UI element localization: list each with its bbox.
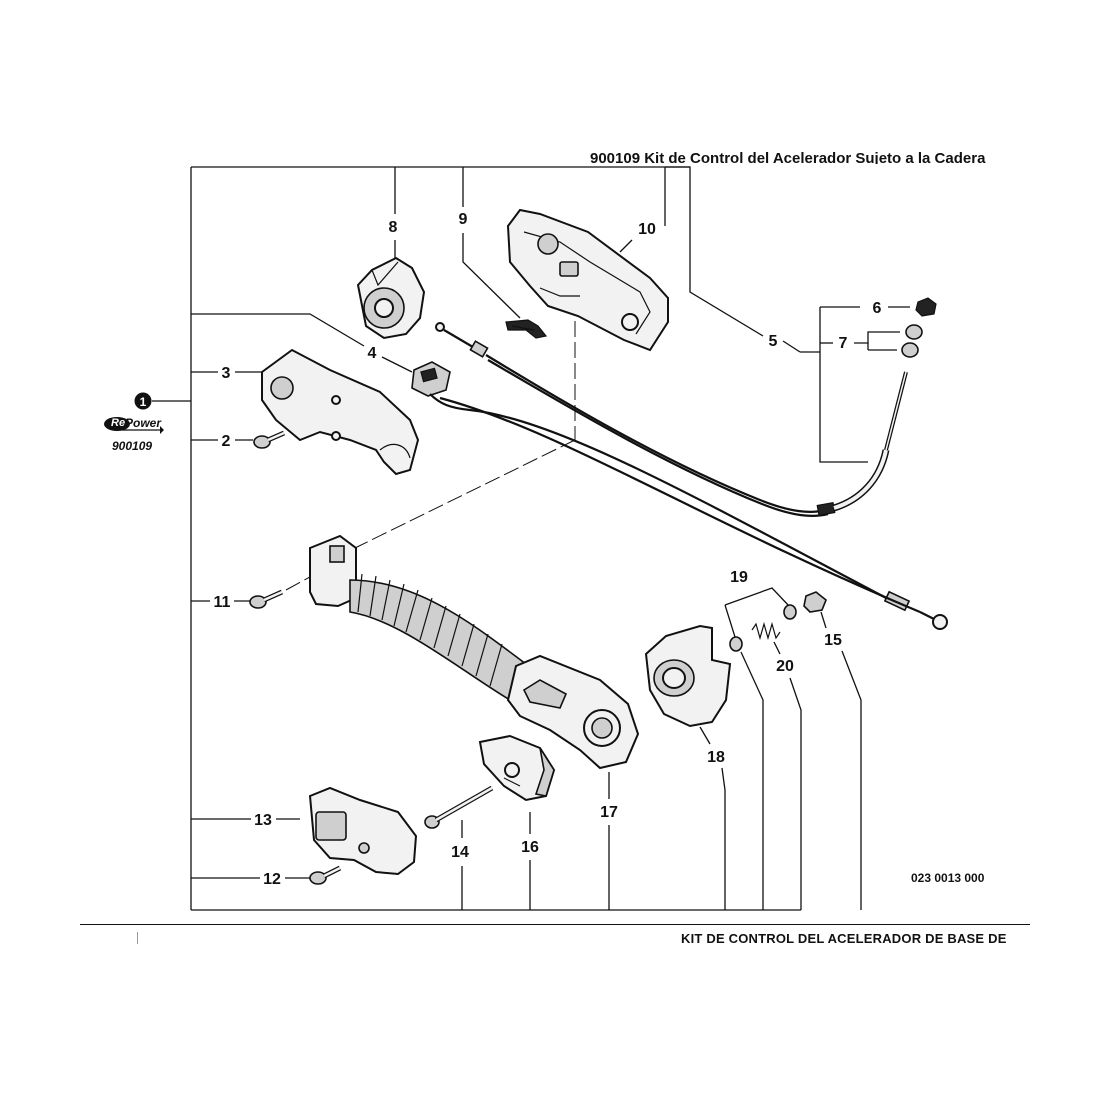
part-5-cable bbox=[435, 322, 908, 517]
part-14-screw bbox=[424, 785, 494, 829]
diagram-title-bottom: KIT DE CONTROL DEL ACELERADOR DE BASE DE bbox=[681, 931, 1007, 946]
kit-callout: 1 bbox=[120, 392, 191, 434]
callout-18: 18 bbox=[707, 749, 725, 766]
callout-6: 6 bbox=[873, 300, 882, 317]
callout-16: 16 bbox=[521, 839, 539, 856]
diagram-code: 023 0013 000 bbox=[911, 871, 985, 885]
part-6-nut bbox=[915, 297, 937, 317]
callout-labels: 2 3 4 5 6 7 8 9 10 bbox=[191, 166, 910, 910]
kit-number: 900109 bbox=[112, 439, 153, 453]
part-15-plug bbox=[803, 591, 827, 613]
part-11-screw bbox=[249, 589, 284, 609]
callout-12: 12 bbox=[263, 871, 281, 888]
part-4-switch bbox=[411, 361, 948, 630]
kit-callout-number: 1 bbox=[140, 395, 147, 409]
part-13-endcap bbox=[308, 786, 418, 876]
part-12-screw bbox=[309, 865, 342, 885]
callout-4: 4 bbox=[368, 345, 377, 362]
callout-20: 20 bbox=[776, 658, 794, 675]
callout-8: 8 bbox=[389, 219, 398, 236]
callout-3: 3 bbox=[222, 365, 231, 382]
part-8-cam bbox=[356, 256, 426, 340]
part-16-cam-plate bbox=[478, 734, 556, 802]
callout-19: 19 bbox=[730, 569, 748, 586]
callout-2: 2 bbox=[222, 433, 231, 450]
callout-14: 14 bbox=[451, 844, 469, 861]
part-18-lever bbox=[644, 624, 732, 728]
part-19-washers bbox=[729, 604, 797, 652]
diagram-title-top: 900109 Kit de Control del Acelerador Suj… bbox=[590, 150, 986, 164]
footer-rule bbox=[80, 924, 1030, 925]
repower-logo-power: Power bbox=[125, 416, 162, 430]
diagram-frame bbox=[190, 166, 801, 911]
assembly-lines bbox=[285, 300, 576, 591]
part-3-cover bbox=[261, 348, 420, 476]
part-20-spring bbox=[751, 621, 781, 641]
part-2-screw bbox=[253, 430, 286, 449]
callout-5: 5 bbox=[769, 333, 778, 350]
part-17-grip bbox=[309, 534, 640, 770]
part-7-washers bbox=[901, 324, 923, 358]
repower-logo: Re Power bbox=[103, 416, 173, 437]
part-9-clip bbox=[505, 319, 548, 339]
callout-10: 10 bbox=[638, 221, 656, 238]
repower-logo-re: Re bbox=[111, 417, 126, 429]
callout-9: 9 bbox=[459, 211, 468, 228]
callout-17: 17 bbox=[600, 804, 618, 821]
part-10-housing bbox=[506, 208, 669, 352]
repower-logo-mark bbox=[104, 417, 130, 431]
footer-tick bbox=[137, 932, 138, 944]
callout-7: 7 bbox=[839, 335, 848, 352]
callout-13: 13 bbox=[254, 812, 272, 829]
callout-11: 11 bbox=[214, 594, 231, 611]
callout-15: 15 bbox=[824, 632, 842, 649]
